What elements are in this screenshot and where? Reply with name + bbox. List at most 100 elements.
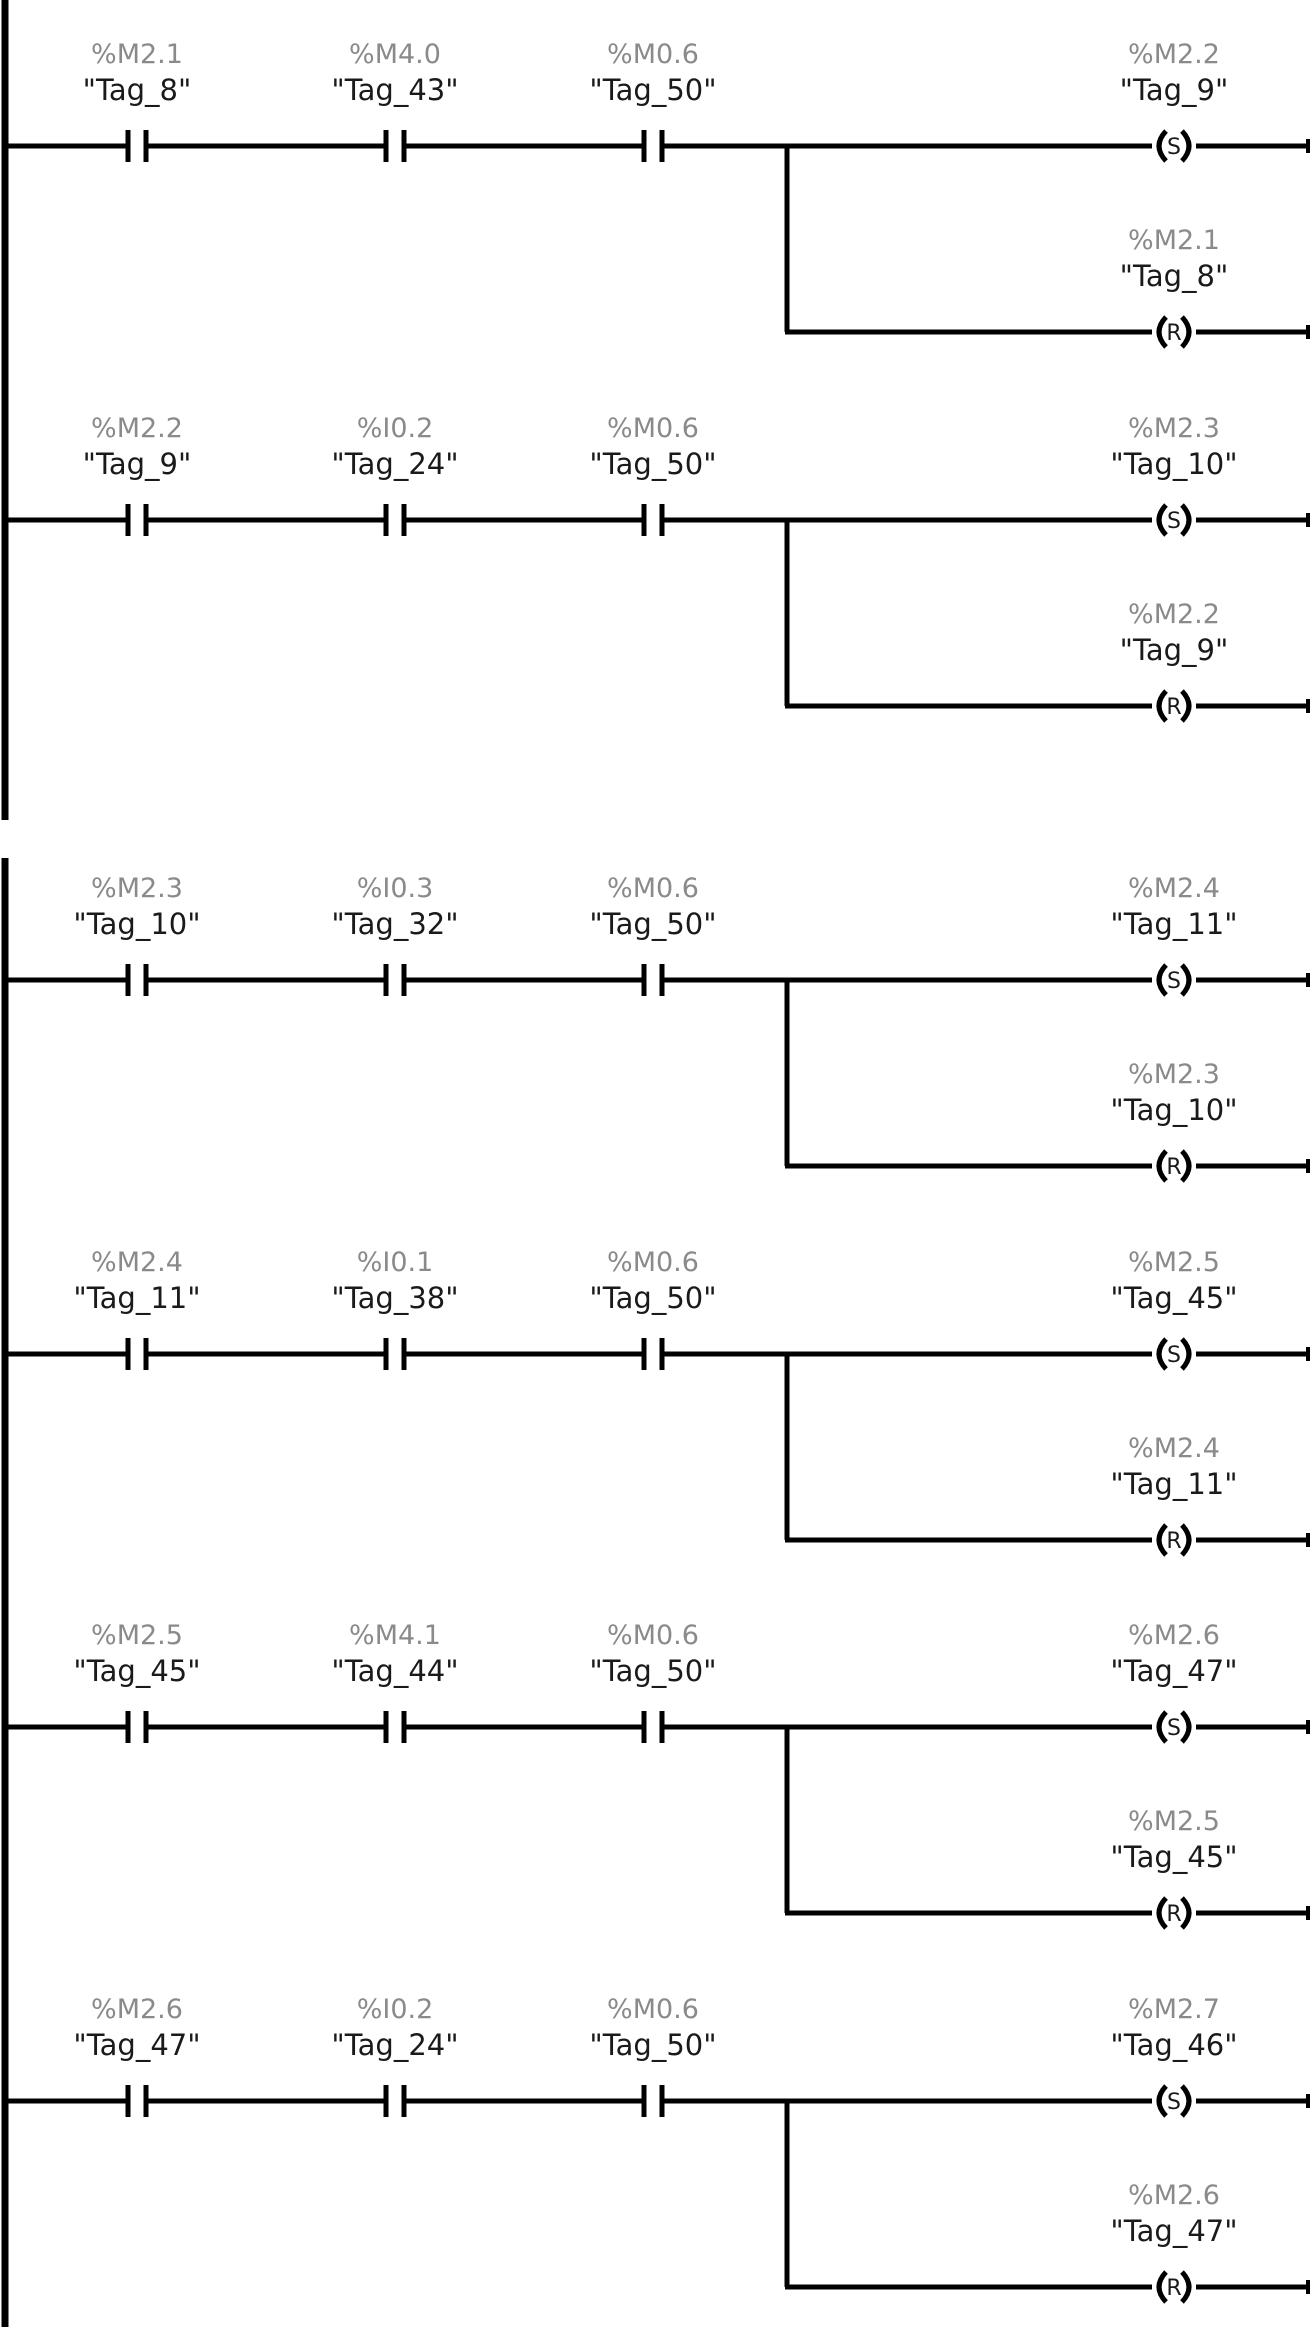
coil-right-arc xyxy=(1180,1896,1192,1930)
contact-address: %M0.6 xyxy=(607,873,699,904)
no-contact[interactable]: %M2.6"Tag_47" xyxy=(73,1994,201,2117)
coil-right-arc xyxy=(1180,129,1192,163)
contact-symbol: "Tag_43" xyxy=(331,73,458,107)
no-contact[interactable]: %M0.6"Tag_50" xyxy=(589,873,717,996)
no-contact[interactable]: %M0.6"Tag_50" xyxy=(589,1620,717,1743)
contact-gap xyxy=(130,2097,144,2105)
no-contact[interactable]: %M2.2"Tag_9" xyxy=(83,413,192,536)
coil-symbol: "Tag_45" xyxy=(1110,1281,1237,1315)
coil-type-letter: S xyxy=(1167,969,1181,994)
set-coil[interactable]: S%M2.3"Tag_10" xyxy=(1110,413,1310,540)
coil-left-arc xyxy=(1156,689,1168,723)
contact-address: %M2.6 xyxy=(91,1994,183,2025)
no-contact[interactable]: %M0.6"Tag_50" xyxy=(589,413,717,536)
coil-right-arc xyxy=(1180,2084,1192,2118)
contact-address: %M4.0 xyxy=(349,39,441,70)
coil-symbol: "Tag_47" xyxy=(1110,1654,1237,1688)
no-contact[interactable]: %M2.4"Tag_11" xyxy=(73,1247,201,1370)
reset-coil[interactable]: R%M2.3"Tag_10" xyxy=(1110,1059,1310,1186)
coil-left-arc xyxy=(1156,2084,1168,2118)
coil-right-arc xyxy=(1180,1710,1192,1744)
coil-left-arc xyxy=(1156,129,1168,163)
reset-coil[interactable]: R%M2.2"Tag_9" xyxy=(1120,599,1310,726)
coil-address: %M2.2 xyxy=(1128,39,1220,70)
coil-symbol: "Tag_11" xyxy=(1110,1467,1237,1501)
no-contact[interactable]: %M2.5"Tag_45" xyxy=(73,1620,201,1743)
reset-coil[interactable]: R%M2.5"Tag_45" xyxy=(1110,1806,1310,1933)
coil-right-arc xyxy=(1180,315,1192,349)
coil-symbol: "Tag_9" xyxy=(1120,73,1229,107)
coil-type-letter: R xyxy=(1166,321,1181,346)
coil-right-arc xyxy=(1180,1523,1192,1557)
power-rails xyxy=(1,0,9,2327)
coil-address: %M2.3 xyxy=(1128,413,1220,444)
no-contact[interactable]: %I0.1"Tag_38" xyxy=(331,1247,459,1370)
contact-gap xyxy=(130,142,144,150)
reset-coil[interactable]: R%M2.1"Tag_8" xyxy=(1120,225,1310,352)
reset-coil[interactable]: R %M2.6"Tag_47" xyxy=(1110,2180,1310,2307)
set-coil[interactable]: S%M2.7"Tag_46" xyxy=(1110,1994,1310,2121)
coil-address: %M2.1 xyxy=(1128,225,1220,256)
set-coil[interactable]: S%M2.2"Tag_9" xyxy=(1120,39,1310,166)
contact-gap xyxy=(646,1723,660,1731)
contact-address: %M0.6 xyxy=(607,1994,699,2025)
contact-symbol: "Tag_45" xyxy=(73,1654,200,1688)
contact-gap xyxy=(646,516,660,524)
no-contact[interactable]: %M2.3"Tag_10" xyxy=(73,873,201,996)
coil-left-arc xyxy=(1156,315,1168,349)
coil-address: %M2.5 xyxy=(1128,1247,1220,1278)
set-coil[interactable]: S%M2.5"Tag_45" xyxy=(1110,1247,1310,1374)
coil-type-letter: S xyxy=(1167,1716,1181,1741)
no-contact[interactable]: %M0.6"Tag_50" xyxy=(589,39,717,162)
contact-address: %M2.1 xyxy=(91,39,183,70)
no-contact[interactable]: %I0.2"Tag_24" xyxy=(331,413,459,536)
no-contact[interactable]: %M0.6"Tag_50" xyxy=(589,1247,717,1370)
no-contact[interactable]: %M4.1"Tag_44" xyxy=(331,1620,459,1743)
coil-left-arc xyxy=(1156,2270,1168,2304)
coil-address: %M2.6 xyxy=(1128,2180,1220,2211)
coil-address: %M2.7 xyxy=(1128,1994,1220,2025)
coil-type-letter: R xyxy=(1166,2276,1181,2301)
contact-symbol: "Tag_50" xyxy=(589,447,716,481)
contact-symbol: "Tag_47" xyxy=(73,2028,200,2062)
contact-address: %I0.2 xyxy=(357,413,434,444)
no-contact[interactable]: %M4.0"Tag_43" xyxy=(331,39,459,162)
network-rung: %M2.5"Tag_45" %M4.1"Tag_44" %M0.6"Tag_50" S… xyxy=(5,1620,1310,1933)
network-rung: %M2.6"Tag_47"%I0.2"Tag_24"%M0.6"Tag_50"S… xyxy=(5,1994,1310,2307)
contact-address: %M0.6 xyxy=(607,413,699,444)
contact-gap xyxy=(130,516,144,524)
left-power-rail-top xyxy=(1,0,9,820)
coil-right-arc xyxy=(1180,1149,1192,1183)
left-power-rail-bottom xyxy=(1,858,9,2327)
contact-symbol: "Tag_50" xyxy=(589,907,716,941)
contact-gap xyxy=(130,1350,144,1358)
coil-right-arc xyxy=(1180,1337,1192,1371)
contact-gap xyxy=(388,516,402,524)
contact-symbol: "Tag_38" xyxy=(331,1281,458,1315)
no-contact[interactable]: %I0.2"Tag_24" xyxy=(331,1994,459,2117)
coil-right-arc xyxy=(1180,503,1192,537)
coil-symbol: "Tag_45" xyxy=(1110,1840,1237,1874)
contact-symbol: "Tag_50" xyxy=(589,73,716,107)
reset-coil[interactable]: R%M2.4"Tag_11" xyxy=(1110,1433,1310,1560)
no-contact[interactable]: %I0.3"Tag_32" xyxy=(331,873,459,996)
contact-gap xyxy=(388,1350,402,1358)
set-coil[interactable]: S%M2.4"Tag_11" xyxy=(1110,873,1310,1000)
contact-gap xyxy=(130,1723,144,1731)
contact-symbol: "Tag_44" xyxy=(331,1654,458,1688)
coil-right-arc xyxy=(1180,2270,1192,2304)
no-contact[interactable]: %M2.1"Tag_8" xyxy=(83,39,192,162)
contact-symbol: "Tag_10" xyxy=(73,907,200,941)
coil-type-letter: R xyxy=(1166,1529,1181,1554)
contact-address: %M2.2 xyxy=(91,413,183,444)
no-contact[interactable]: %M0.6"Tag_50" xyxy=(589,1994,717,2117)
coil-symbol: "Tag_47" xyxy=(1110,2214,1237,2248)
coil-left-arc xyxy=(1156,1149,1168,1183)
coil-left-arc xyxy=(1156,1337,1168,1371)
contact-address: %I0.2 xyxy=(357,1994,434,2025)
coil-symbol: "Tag_9" xyxy=(1120,633,1229,667)
contact-gap xyxy=(646,1350,660,1358)
contact-symbol: "Tag_50" xyxy=(589,1654,716,1688)
set-coil[interactable]: S%M2.6"Tag_47" xyxy=(1110,1620,1310,1747)
